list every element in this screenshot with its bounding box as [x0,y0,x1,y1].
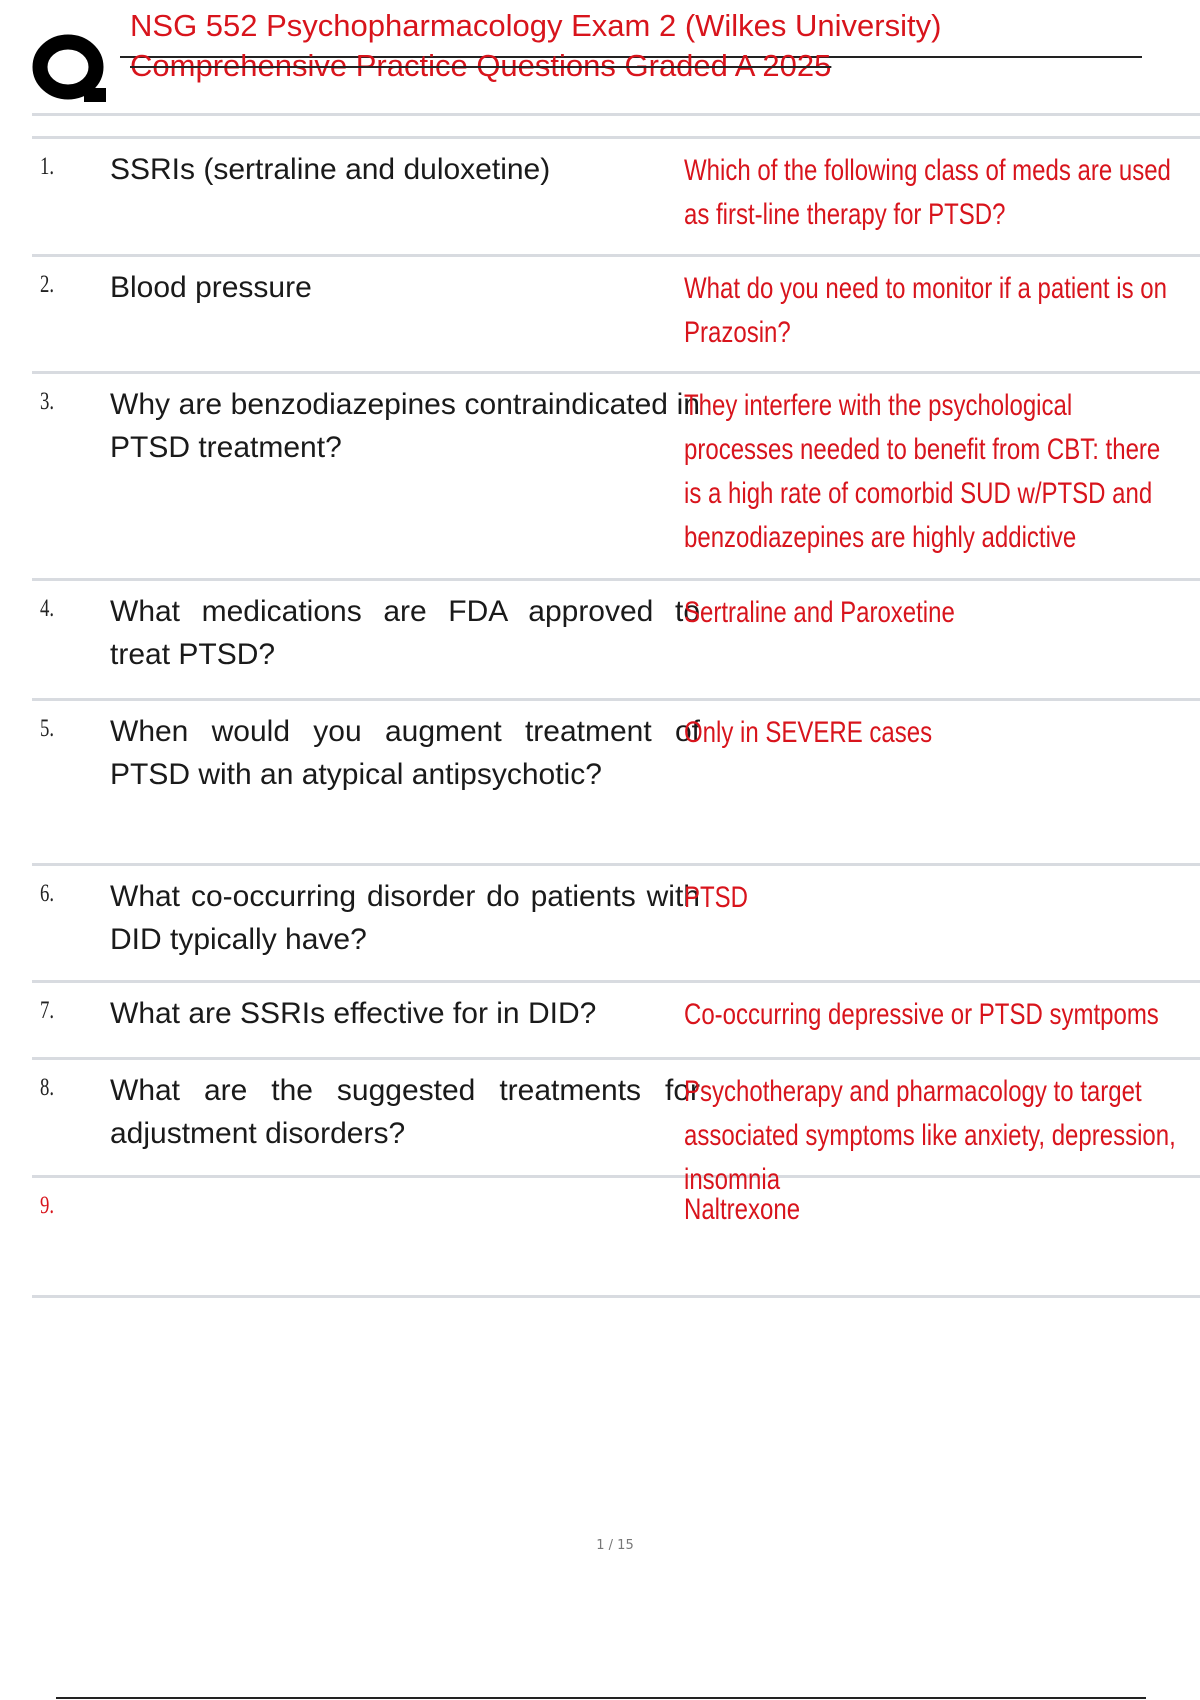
qa-term: Why are benzodiazepines contraindicated … [110,388,700,464]
qa-row: 2. Blood pressure What do you need to moni… [32,257,1200,374]
qa-number: 8. [40,1074,55,1101]
qa-row: 5. When would you augment treatment of PT… [32,701,1200,866]
qa-number: 1. [40,153,55,180]
qa-definition: They interfere with the psychological pr… [684,389,1161,554]
qa-row: 1. SSRIs (sertraline and duloxetine) Which… [32,139,1200,257]
qa-definition: Which of the following class of meds are… [684,154,1171,231]
qa-term: What medications are FDA approved to tre… [110,595,700,671]
qa-number: 7. [40,997,55,1024]
qa-number: 4. [40,595,55,622]
qa-term: What are SSRIs effective for in DID? [110,997,597,1030]
qa-definition: Co-occurring depressive or PTSD symtpoms [684,998,1159,1031]
qa-definition: Only in SEVERE cases [684,716,933,749]
qa-definition: Sertraline and Paroxetine [684,596,955,629]
divider [32,113,1200,116]
title-line-2: Comprehensive Practice Questions Graded … [130,48,832,83]
header-rule [120,56,1142,58]
qa-number: 2. [40,271,55,298]
qa-definition: PTSD [684,881,749,914]
qa-row: 4. What medications are FDA approved to t… [32,581,1200,701]
qa-row: 7. What are SSRIs effective for in DID? Co… [32,983,1200,1060]
qa-number: 5. [40,715,55,742]
qa-row: 6. What co-occurring disorder do patients… [32,866,1200,983]
qa-number: 3. [40,388,55,415]
document-title: NSG 552 Psychopharmacology Exam 2 (Wilke… [130,6,1140,86]
qa-term: What are the suggested treatments for ad… [110,1074,700,1150]
qa-row: 8. What are the suggested treatments for … [32,1060,1200,1196]
title-line-1: NSG 552 Psychopharmacology Exam 2 (Wilke… [130,8,942,43]
qa-term: What co-occurring disorder do patients w… [110,880,700,956]
q-logo-icon [32,34,106,102]
footer-rule [56,1697,1146,1699]
qa-definition: Psychotherapy and pharmacology to target… [684,1075,1176,1196]
qa-definition: Naltrexone [684,1193,801,1226]
qa-definition: What do you need to monitor if a patient… [684,272,1167,349]
qa-number: 6. [40,880,55,907]
qa-term: SSRIs (sertraline and duloxetine) [110,153,551,186]
qa-number: 9. [40,1192,55,1219]
qa-term: When would you augment treatment of PTSD… [110,715,700,791]
divider [32,136,1200,139]
qa-term: Blood pressure [110,271,312,304]
page-indicator: 1 / 15 [596,1538,634,1553]
qa-row: 9. Naltrexone [32,1178,1200,1298]
qa-row: 3. Why are benzodiazepines contraindicate… [32,374,1200,581]
qa-list: 1. SSRIs (sertraline and duloxetine) Which… [32,139,1200,1298]
